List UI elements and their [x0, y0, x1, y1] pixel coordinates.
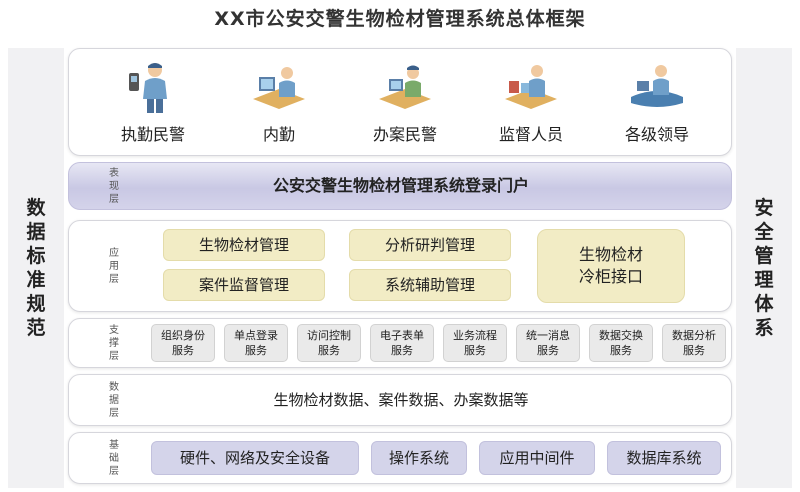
layer-label-char: 基: [109, 439, 119, 451]
application-layer: 应 用 层 生物检材管理 分析研判管理 案件监督管理 系统辅助管理 生物检材 冷…: [68, 220, 732, 312]
infra-operating-system[interactable]: 操作系统: [371, 441, 467, 475]
layer-label-char: 用: [109, 260, 119, 272]
user-case-officer: 办案民警: [345, 49, 465, 157]
side-char: 标: [26, 245, 46, 267]
layer-label-char: 数: [109, 381, 119, 393]
service-line: 服务: [464, 344, 486, 357]
service-line: 服务: [391, 344, 413, 357]
layer-label-char: 撑: [109, 337, 119, 349]
user-label: 执勤民警: [120, 125, 185, 144]
service-e-forms[interactable]: 电子表单 服务: [370, 324, 434, 362]
diagram-title: XX市公安交警生物检材管理系统总体框架: [214, 8, 586, 30]
layer-label-char: 层: [109, 350, 119, 362]
layer-label-data: 数 据 层: [105, 375, 123, 425]
layer-label-support: 支 撑 层: [105, 319, 123, 367]
service-single-sign-on[interactable]: 单点登录 服务: [224, 324, 288, 362]
layer-label-char: 层: [109, 465, 119, 477]
service-business-process[interactable]: 业务流程 服务: [443, 324, 507, 362]
side-char: 管: [754, 245, 774, 267]
layer-label-char: 层: [109, 407, 119, 419]
side-char: 理: [754, 269, 774, 291]
security-management-label: 安 全 管 理 体 系: [736, 48, 792, 488]
side-char: 据: [26, 221, 46, 243]
side-char: 安: [754, 197, 774, 219]
side-char: 准: [26, 269, 46, 291]
infra-middleware[interactable]: 应用中间件: [479, 441, 595, 475]
layer-label-char: 应: [109, 247, 119, 259]
side-char: 系: [754, 317, 774, 339]
layer-label-char: 现: [109, 180, 119, 192]
layer-label-char: 层: [109, 273, 119, 285]
infra-hardware-network-security[interactable]: 硬件、网络及安全设备: [151, 441, 359, 475]
support-layer: 支 撑 层 组织身份 服务 单点登录 服务 访问控制 服务 电子表单 服务 业务…: [68, 318, 732, 368]
presentation-layer: 表 现 层 公安交警生物检材管理系统登录门户: [68, 162, 732, 210]
officer-with-radio-icon: [129, 63, 167, 113]
user-label: 办案民警: [372, 125, 437, 144]
layer-label-presentation: 表 现 层: [105, 163, 123, 209]
infrastructure-layer: 基 础 层 硬件、网络及安全设备 操作系统 应用中间件 数据库系统: [68, 432, 732, 484]
data-standards-label: 数 据 标 准 规 范: [8, 48, 64, 488]
user-supervisor: 监督人员: [471, 49, 591, 157]
side-char: 全: [754, 221, 774, 243]
user-label: 监督人员: [498, 125, 563, 144]
layer-label-application: 应 用 层: [105, 221, 123, 311]
layer-label-char: 表: [109, 167, 119, 179]
layer-label-char: 层: [109, 193, 119, 205]
user-duty-officer: 执勤民警: [93, 49, 213, 157]
freezer-interface-line: 冷柜接口: [578, 267, 643, 286]
module-analysis-management[interactable]: 分析研判管理: [349, 229, 511, 261]
service-unified-messaging[interactable]: 统一消息 服务: [516, 324, 580, 362]
user-label: 各级领导: [624, 125, 689, 144]
login-portal[interactable]: 公安交警生物检材管理系统登录门户: [272, 176, 529, 195]
layer-label-char: 础: [109, 452, 119, 464]
service-line: 业务流程: [453, 329, 497, 342]
service-line: 服务: [683, 344, 705, 357]
service-org-identity[interactable]: 组织身份 服务: [151, 324, 215, 362]
freezer-interface-line: 生物检材: [578, 245, 643, 264]
supervisor-reviewing-icon: [505, 65, 557, 109]
side-char: 数: [26, 197, 46, 219]
layer-label-infra: 基 础 层: [105, 433, 123, 483]
service-data-exchange[interactable]: 数据交换 服务: [589, 324, 653, 362]
data-content: 生物检材数据、案件数据、办案数据等: [273, 391, 529, 409]
service-line: 电子表单: [380, 329, 424, 342]
users-panel: 执勤民警 内勤 办案民警 监督人员: [68, 48, 732, 156]
user-office-staff: 内勤: [219, 49, 339, 157]
service-line: 统一消息: [526, 329, 570, 342]
service-line: 服务: [610, 344, 632, 357]
service-line: 访问控制: [307, 329, 351, 342]
service-line: 服务: [537, 344, 559, 357]
leader-at-desk-icon: [631, 65, 683, 107]
layer-label-char: 支: [109, 324, 119, 336]
data-standards-panel: 数 据 标 准 规 范: [8, 48, 64, 488]
layer-label-char: 据: [109, 394, 119, 406]
security-management-panel: 安 全 管 理 体 系: [736, 48, 792, 488]
side-char: 规: [26, 293, 46, 315]
service-data-analysis[interactable]: 数据分析 服务: [662, 324, 726, 362]
service-line: 服务: [172, 344, 194, 357]
module-bio-sample-management[interactable]: 生物检材管理: [163, 229, 325, 261]
user-label: 内勤: [262, 125, 295, 144]
infra-database-system[interactable]: 数据库系统: [607, 441, 721, 475]
office-worker-computer-icon: [253, 67, 305, 109]
module-case-supervision[interactable]: 案件监督管理: [163, 269, 325, 301]
module-freezer-interface[interactable]: 生物检材 冷柜接口: [537, 229, 685, 303]
module-system-auxiliary[interactable]: 系统辅助管理: [349, 269, 511, 301]
service-access-control[interactable]: 访问控制 服务: [297, 324, 361, 362]
side-char: 体: [754, 293, 774, 315]
side-char: 范: [26, 317, 46, 339]
case-officer-desk-icon: [379, 65, 431, 109]
user-leader: 各级领导: [597, 49, 717, 157]
service-line: 数据分析: [672, 329, 716, 342]
service-line: 单点登录: [234, 329, 278, 342]
data-layer: 数 据 层 生物检材数据、案件数据、办案数据等: [68, 374, 732, 426]
service-line: 服务: [318, 344, 340, 357]
service-line: 服务: [245, 344, 267, 357]
service-line: 数据交换: [599, 329, 643, 342]
service-line: 组织身份: [161, 329, 205, 342]
